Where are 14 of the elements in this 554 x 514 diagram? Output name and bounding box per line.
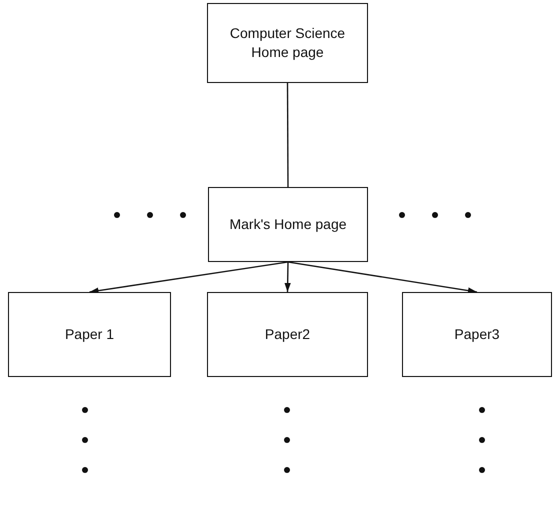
page-box (207, 292, 368, 377)
page-box (402, 292, 552, 377)
page-title: Paper 1 (64, 325, 116, 344)
arrow (89, 261, 288, 294)
page-title: Paper3 (453, 325, 501, 344)
page-title: Computer Science Home page (228, 24, 346, 62)
arrow (284, 262, 291, 292)
arrow (288, 261, 478, 294)
page-box (8, 292, 171, 377)
page-title: Mark's Home page (228, 215, 348, 234)
page-title: Paper2 (264, 325, 312, 344)
page-box (207, 3, 368, 83)
page-box (208, 187, 368, 262)
connector-line (286, 83, 289, 187)
